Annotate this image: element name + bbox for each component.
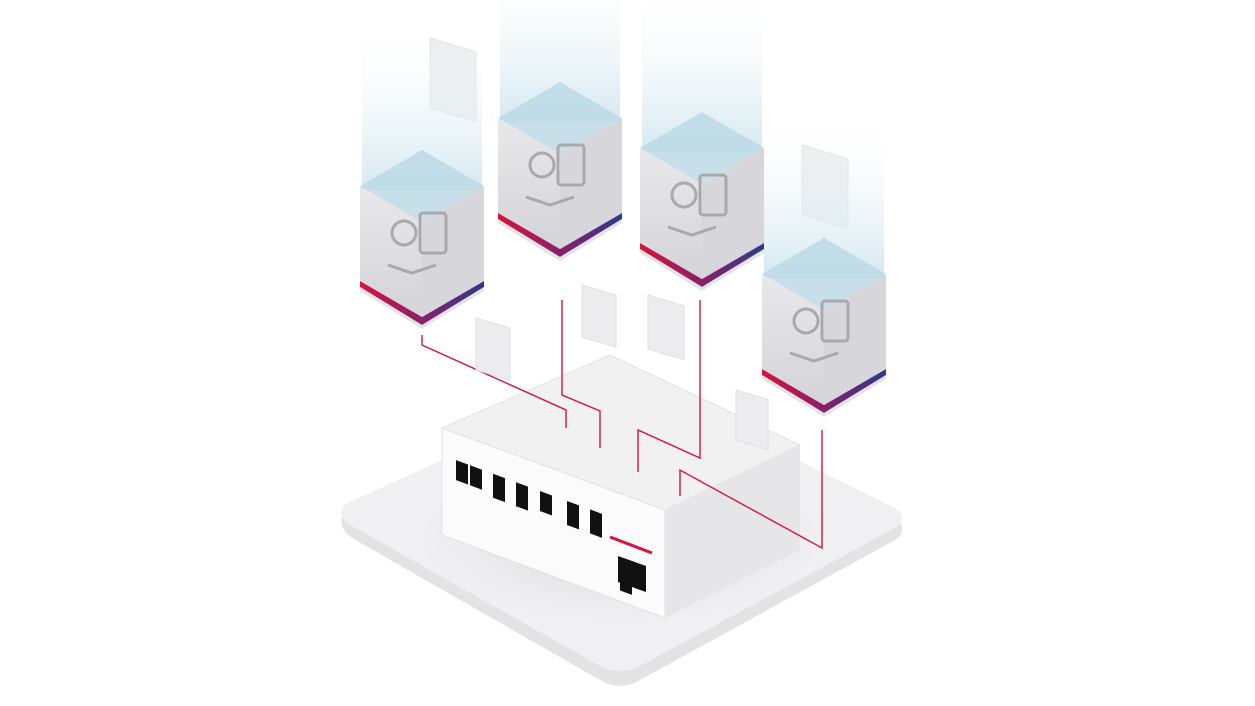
cube-left-face	[640, 148, 702, 279]
cube-left-face	[360, 186, 422, 317]
ethernet-port	[590, 509, 602, 538]
connection-line	[561, 300, 601, 448]
cube-cloud-network-icon	[498, 0, 622, 261]
cube-top-face	[762, 238, 886, 310]
ethernet-port	[456, 460, 468, 485]
cube-top-face	[640, 112, 764, 184]
firewall-server-icon	[667, 173, 728, 237]
cube-network-topology-icon	[762, 108, 886, 417]
cube-firewall-server-icon	[640, 0, 764, 291]
ethernet-port	[470, 465, 482, 490]
connection-line	[679, 430, 823, 550]
ethernet-port	[516, 482, 528, 511]
cube-top-face	[498, 82, 622, 154]
floating-tile	[475, 317, 511, 381]
cube-right-face	[702, 148, 764, 279]
cube-right-face	[824, 274, 886, 405]
cube-industry-wind-solar-robot-icon	[360, 20, 484, 329]
serial-port	[618, 556, 646, 592]
floating-tile	[647, 294, 685, 361]
cube-right-face	[560, 118, 622, 249]
network-topology-icon	[789, 299, 850, 363]
cloud-network-icon	[525, 143, 586, 207]
floating-tile	[581, 284, 617, 348]
cube-right-face	[422, 186, 484, 317]
service-cubes	[360, 0, 886, 417]
port-group	[456, 460, 646, 595]
cube-top-face	[360, 150, 484, 222]
ethernet-port	[493, 473, 505, 503]
cube-left-face	[498, 118, 560, 249]
connection-line	[421, 335, 567, 428]
industry-wind-solar-robot-icon	[387, 211, 448, 275]
ethernet-port	[540, 491, 552, 516]
cube-left-face	[762, 274, 824, 405]
connection-line	[637, 300, 701, 472]
status-bar	[609, 535, 653, 555]
connection-lines	[421, 300, 823, 550]
floating-tile	[735, 389, 769, 451]
ethernet-port	[567, 500, 579, 530]
